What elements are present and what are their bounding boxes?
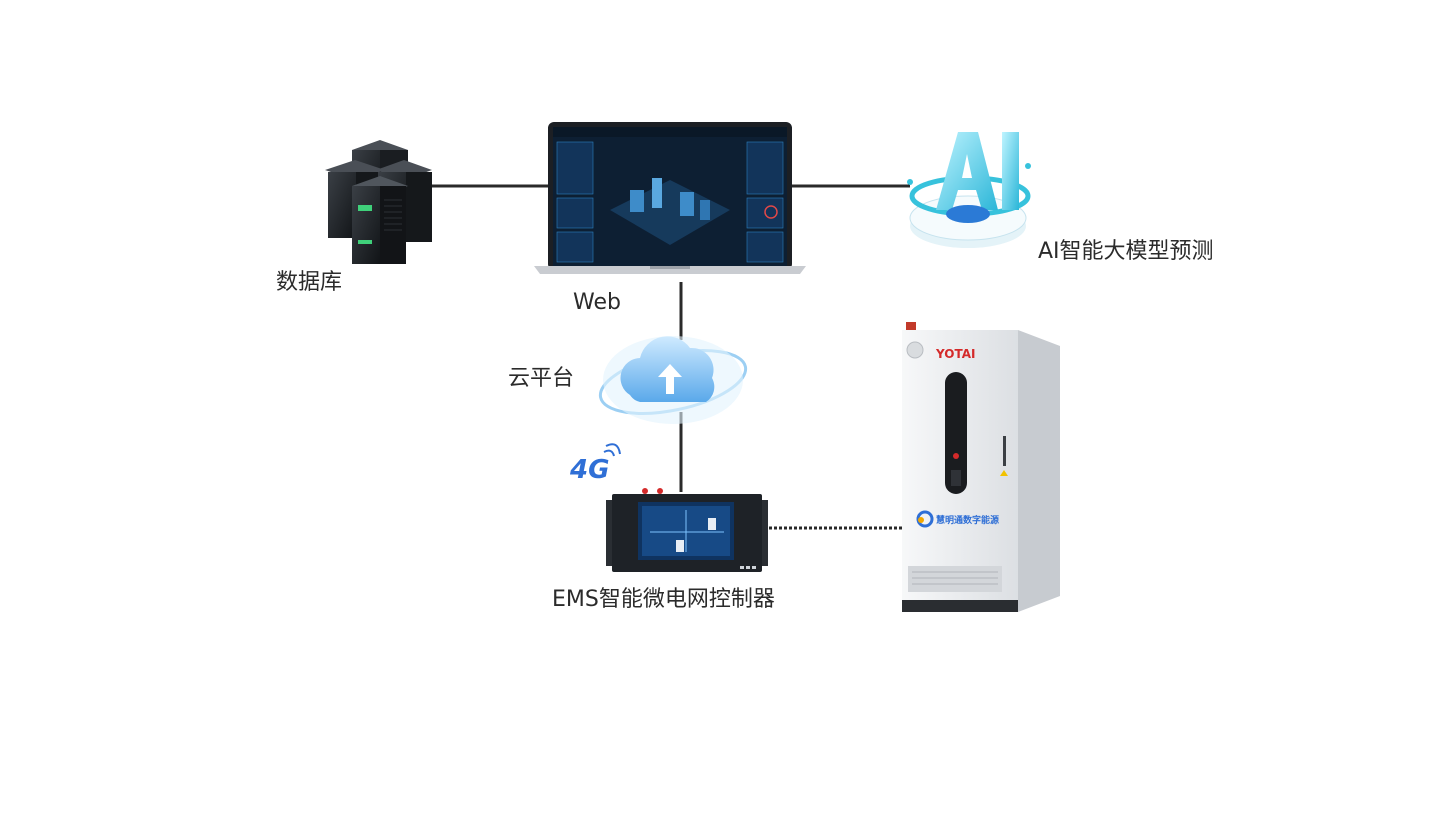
cloud-upload-icon	[598, 336, 748, 424]
database-label: 数据库	[276, 270, 343, 295]
connections	[428, 184, 910, 530]
ems-controller-icon	[606, 488, 768, 572]
cloud-label: 云平台	[508, 366, 575, 391]
cabinet-logo-text: 慧明通数字能源	[936, 514, 999, 526]
server-rack-icon	[325, 140, 432, 264]
ems-label: EMS智能微电网控制器	[552, 587, 775, 612]
svg-text:4G: 4G	[569, 455, 609, 485]
cabinet-brand-text: YOTAI	[935, 347, 975, 361]
ai-label: AI智能大模型预测	[1038, 239, 1214, 264]
signal-4g-icon: 4G	[569, 443, 621, 485]
energy-storage-cabinet-icon	[902, 322, 1060, 612]
ai-3d-logo-icon	[907, 132, 1031, 248]
laptop-dashboard-icon	[534, 122, 806, 274]
web-label: Web	[573, 290, 621, 315]
